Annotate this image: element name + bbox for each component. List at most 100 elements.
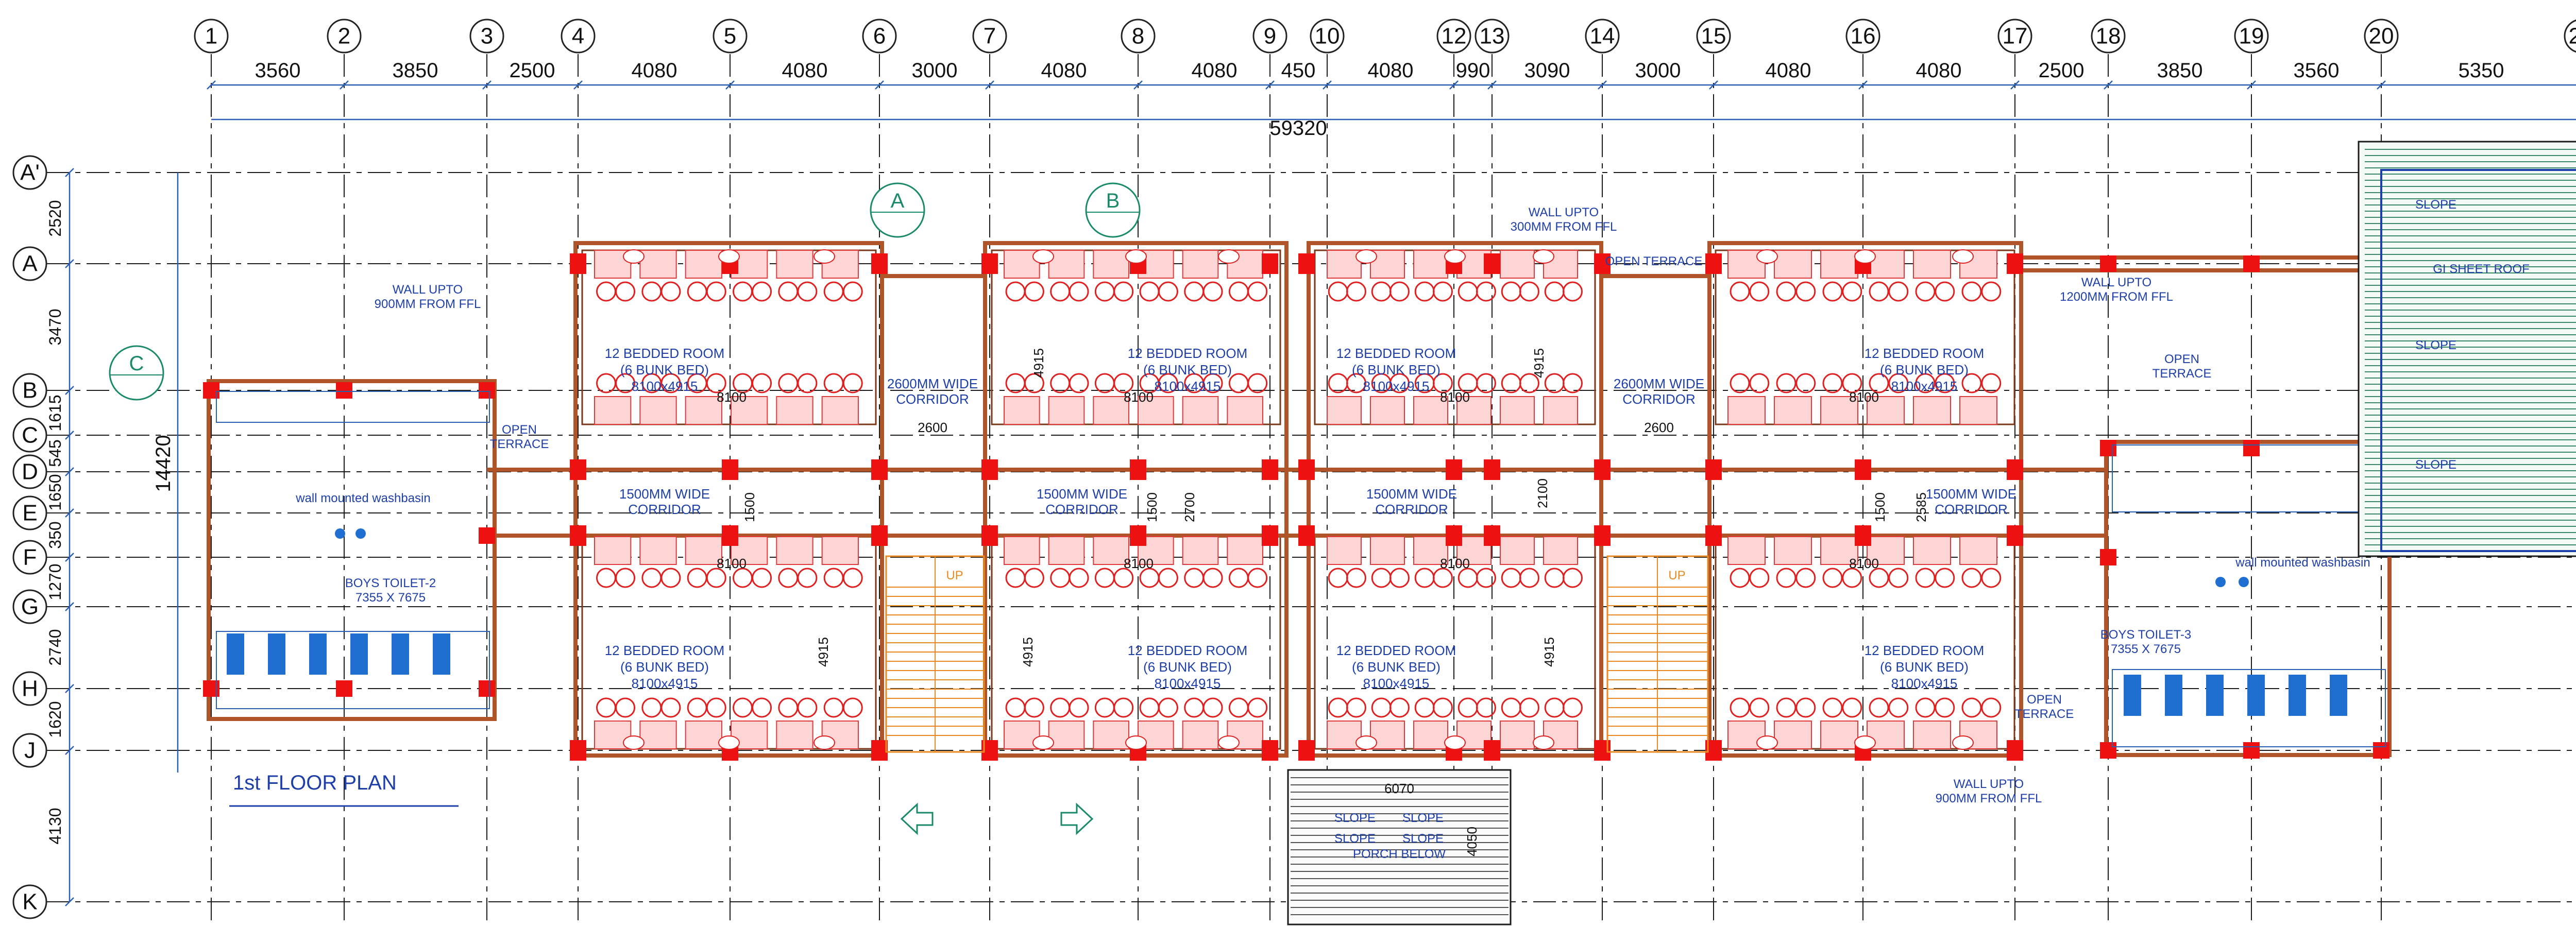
- room-dimension: 2100: [1535, 478, 1550, 508]
- bunk-bed: [1774, 396, 1812, 425]
- column-dimension: 2500: [2039, 59, 2084, 82]
- structural-column: [1262, 253, 1278, 274]
- total-width-dimension: 59320: [1269, 117, 1327, 140]
- bunk-bed: [776, 721, 814, 749]
- row-grid-label: F: [23, 545, 37, 570]
- bunk-bed: [1774, 536, 1812, 565]
- terrace-label: OPEN TERRACE: [1605, 254, 1703, 268]
- column-dimension: 4080: [632, 59, 677, 82]
- column-grid-label: 14: [1590, 24, 1615, 49]
- structural-column: [1446, 459, 1462, 480]
- room-bed-count: (6 BUNK BED): [1143, 659, 1232, 675]
- window-tag: [1854, 249, 1876, 264]
- column-dimension: 3000: [1635, 59, 1681, 82]
- column-grid-label: 15: [1701, 24, 1726, 49]
- room-bed-count: (6 BUNK BED): [620, 659, 709, 675]
- structural-column: [1484, 525, 1500, 546]
- stair-up-label: UP: [1668, 569, 1685, 582]
- room-dimension: 1500: [1872, 492, 1888, 522]
- column-grid-bubble: [862, 19, 897, 54]
- terrace-label: OPEN: [2164, 352, 2199, 366]
- column-grid-bubble: [1252, 19, 1287, 54]
- terrace-label: OPEN: [502, 423, 537, 437]
- total-depth-dimension: 14420: [152, 435, 175, 492]
- terrace-label: OPEN: [2027, 693, 2062, 707]
- structural-column: [981, 459, 998, 480]
- room-name: 12 BEDDED ROOM: [1865, 346, 1985, 361]
- section-marker: [870, 182, 925, 238]
- room-dimension: 4915: [1031, 348, 1046, 378]
- bunk-bed: [1867, 536, 1905, 565]
- column-grid-label: 5: [724, 24, 736, 49]
- structural-column: [1298, 253, 1315, 274]
- column-grid-bubble: [561, 19, 596, 54]
- structural-column: [1130, 459, 1146, 480]
- bunk-bed: [1820, 250, 1858, 279]
- bunk-bed: [1093, 396, 1129, 425]
- bunk-bed: [1182, 396, 1219, 425]
- window-tag: [718, 735, 740, 750]
- column-grid-bubble: [972, 19, 1007, 54]
- porch-slope-label: SLOPE: [1334, 811, 1376, 825]
- window-tag: [1218, 735, 1240, 750]
- room-name: 12 BEDDED ROOM: [1128, 643, 1248, 658]
- toilet-name: BOYS TOILET-2: [345, 576, 436, 590]
- row-dimension: 350: [46, 521, 64, 548]
- column-grid-bubble: [2564, 20, 2576, 53]
- room-size: 8100x4915: [1363, 379, 1430, 394]
- bunk-bed: [1774, 721, 1812, 749]
- column-grid-label: 7: [984, 24, 996, 49]
- structural-column: [1446, 525, 1462, 546]
- window-tag: [814, 249, 835, 264]
- structural-column: [203, 680, 219, 697]
- window-tag: [1444, 249, 1466, 264]
- column-grid-bubble: [469, 19, 504, 54]
- column-grid-label: 4: [572, 24, 584, 49]
- row-grid-label: H: [22, 676, 38, 701]
- room-bed-count: (6 BUNK BED): [620, 362, 709, 378]
- column-grid-label: 6: [873, 24, 886, 49]
- window-tag: [1952, 735, 1974, 750]
- room-size: 8100x4915: [1891, 379, 1958, 394]
- structural-column: [1594, 253, 1611, 274]
- bunk-bed: [1500, 250, 1535, 279]
- column-grid-bubble: [1310, 19, 1345, 54]
- bunk-bed: [1820, 721, 1858, 749]
- room-dimension: 2600: [918, 420, 947, 435]
- room-bed-count: (6 BUNK BED): [1352, 659, 1440, 675]
- structural-column: [871, 253, 888, 274]
- corridor-width: 1500MM WIDE: [1037, 486, 1127, 502]
- room-size: 8100x4915: [632, 379, 698, 394]
- room-name: 12 BEDDED ROOM: [1865, 643, 1985, 658]
- structural-column: [479, 680, 495, 697]
- structural-column: [1130, 525, 1146, 546]
- room-dimension: 1500: [1144, 492, 1160, 522]
- room-name: 12 BEDDED ROOM: [1336, 643, 1456, 658]
- row-grid-bubble: [12, 884, 47, 919]
- bunk-bed: [1959, 250, 1997, 279]
- bunk-bed: [1048, 721, 1085, 749]
- corridor-width: 1500MM WIDE: [619, 486, 710, 502]
- row-dimension: 2520: [46, 200, 64, 236]
- entry-arrow-icon: [900, 802, 934, 835]
- row-grid-bubble: [12, 495, 47, 530]
- room-dimension: 8100: [717, 389, 747, 405]
- column-grid-bubble: [1436, 19, 1471, 54]
- bunk-bed: [1227, 396, 1263, 425]
- column-grid-bubble: [1585, 19, 1620, 54]
- column-dimension: 5350: [2459, 59, 2504, 82]
- bunk-bed: [1959, 396, 1997, 425]
- bunk-bed: [639, 250, 677, 279]
- row-grid-label: E: [22, 501, 37, 526]
- structural-column: [2243, 255, 2260, 272]
- structural-column: [1484, 740, 1500, 761]
- wall-height-note: WALL UPTO: [1529, 205, 1599, 219]
- bunk-bed: [1093, 250, 1129, 279]
- room-dimension: 2700: [1182, 492, 1197, 522]
- room-bed-count: (6 BUNK BED): [1880, 659, 1969, 675]
- porch-slope-label: SLOPE: [1402, 811, 1444, 825]
